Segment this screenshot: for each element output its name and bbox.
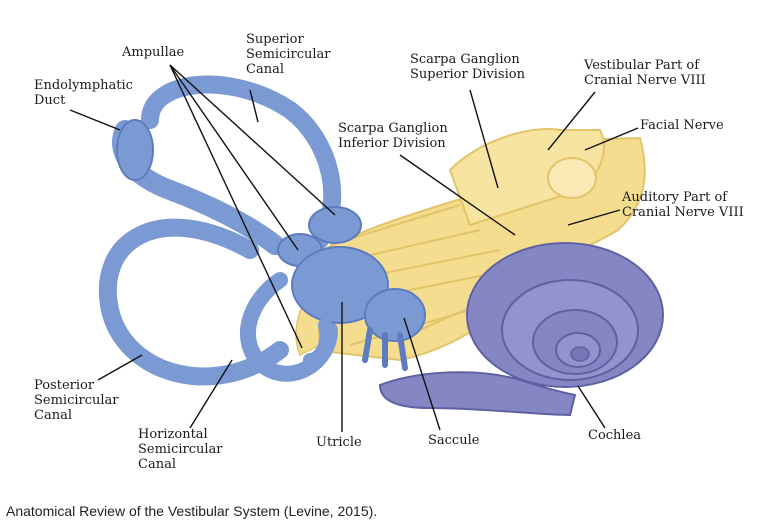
utricle-shape bbox=[291, 246, 389, 324]
saccule-shape bbox=[364, 288, 426, 342]
label-saccule: Saccule bbox=[428, 433, 480, 448]
cochlea bbox=[378, 242, 664, 417]
labyrinth bbox=[99, 75, 426, 386]
label-scarpa-ganglion-inferior: Scarpa Ganglion Inferior Division bbox=[338, 121, 448, 151]
posterior-canal-shape bbox=[99, 218, 289, 386]
label-horizontal-semicircular-canal: Horizontal Semicircular Canal bbox=[138, 427, 223, 472]
vestibular-system-illustration bbox=[69, 64, 664, 432]
ampulla-superior bbox=[308, 206, 362, 244]
label-scarpa-ganglion-superior: Scarpa Ganglion Superior Division bbox=[410, 52, 525, 82]
label-auditory-nerve: Auditory Part of Cranial Nerve VIII bbox=[622, 190, 744, 220]
label-posterior-semicircular-canal: Posterior Semicircular Canal bbox=[34, 378, 119, 423]
label-cochlea: Cochlea bbox=[588, 428, 642, 443]
superior-canal-shape bbox=[141, 75, 342, 249]
leader-lines bbox=[69, 64, 639, 432]
label-vestibular-nerve: Vestibular Part of Cranial Nerve VIII bbox=[584, 58, 706, 88]
label-ampullae: Ampullae bbox=[122, 45, 185, 60]
figure-caption: Anatomical Review of the Vestibular Syst… bbox=[6, 503, 378, 519]
label-utricle: Utricle bbox=[316, 435, 362, 450]
label-facial-nerve: Facial Nerve bbox=[640, 118, 724, 133]
label-endolymphatic-duct: Endolymphatic Duct bbox=[34, 78, 133, 108]
label-superior-semicircular-canal: Superior Semicircular Canal bbox=[246, 32, 331, 77]
facial-nerve-end bbox=[547, 157, 597, 199]
